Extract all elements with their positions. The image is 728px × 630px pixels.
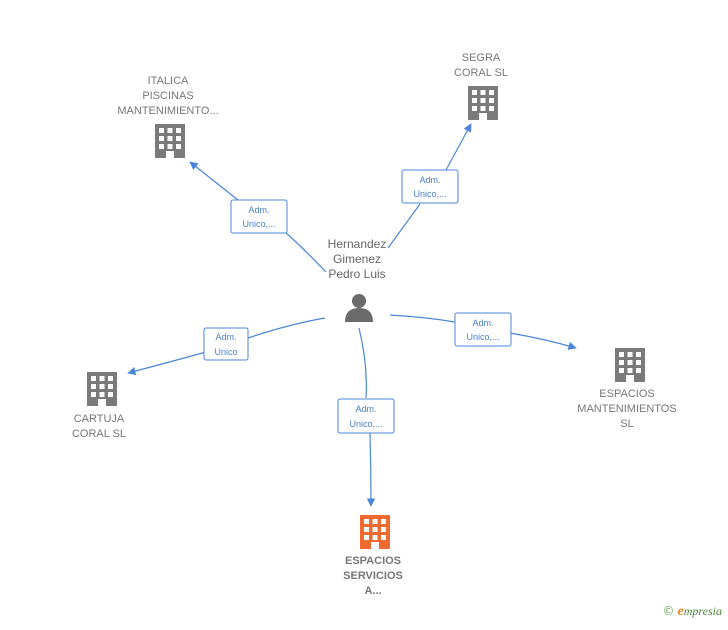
company-name-line: SEGRA (462, 52, 501, 64)
edge-label-cartuja[interactable]: Adm. Unico (203, 327, 249, 361)
edge-label-espacios-serv[interactable]: Adm. Unico,... (337, 398, 395, 434)
edge-line-cartuja (128, 317, 326, 373)
brand-name: mpresia (683, 604, 722, 618)
edge-line-italica (190, 162, 327, 273)
building-icon (87, 372, 117, 406)
person-name-line: Pedro Luis (328, 267, 385, 281)
building-icon (468, 86, 498, 120)
company-name-line: CORAL SL (72, 428, 126, 440)
company-node-espacios-mant[interactable]: ESPACIOS MANTENIMIENTOS SL (577, 348, 677, 430)
person-name-line: Hernandez (328, 237, 387, 251)
company-name-line: MANTENIMIENTOS (577, 403, 676, 415)
edge-label-italica[interactable]: Adm. Unico,... (230, 199, 288, 234)
company-name-line: ESPACIOS (599, 388, 654, 400)
company-name-line: ESPACIOS (345, 555, 401, 567)
person-node[interactable]: Hernandez Gimenez Pedro Luis (328, 237, 387, 322)
brand-initial: e (677, 604, 684, 619)
person-icon (345, 294, 373, 322)
edge-line-espacios-serv (358, 327, 371, 506)
edges-layer (128, 124, 576, 506)
person-name-line: Gimenez (333, 252, 381, 266)
edge-label-line: Adm. (215, 332, 236, 342)
copyright-icon: © (662, 604, 675, 618)
company-node-segra[interactable]: SEGRA CORAL SL (454, 52, 508, 120)
company-node-italica[interactable]: ITALICA PISCINAS MANTENIMIENTO... (117, 75, 219, 158)
company-name-line: A... (364, 585, 381, 597)
edge-label-line: Unico,... (413, 189, 446, 199)
edge-line-segra (387, 124, 471, 249)
edge-label-espacios-mant[interactable]: Adm. Unico,... (454, 312, 512, 347)
edge-label-line: Adm. (472, 318, 493, 328)
edge-label-line: Adm. (248, 205, 269, 215)
empresia-watermark[interactable]: ©empresia (663, 604, 722, 620)
edge-label-segra[interactable]: Adm. Unico,... (401, 169, 459, 204)
company-name-line: PISCINAS (142, 90, 193, 102)
edge-label-line: Unico,... (349, 419, 382, 429)
edge-label-line: Unico,... (466, 332, 499, 342)
company-name-line: CARTUJA (74, 413, 125, 425)
edge-label-line: Unico,... (242, 219, 275, 229)
edge-line-espacios-mant (389, 314, 576, 348)
company-name-line: ITALICA (148, 75, 189, 87)
company-node-espacios-serv[interactable]: ESPACIOS SERVICIOS A... (343, 515, 403, 597)
building-icon (360, 515, 390, 549)
company-name-line: CORAL SL (454, 67, 508, 79)
building-icon (615, 348, 645, 382)
company-node-cartuja[interactable]: CARTUJA CORAL SL (72, 372, 126, 440)
company-name-line: SERVICIOS (343, 570, 403, 582)
edge-label-line: Unico (214, 347, 237, 357)
building-icon (155, 124, 185, 158)
company-name-line: MANTENIMIENTO... (117, 105, 218, 117)
company-name-line: SL (620, 418, 633, 430)
edge-label-line: Adm. (355, 404, 376, 414)
edge-label-line: Adm. (419, 175, 440, 185)
